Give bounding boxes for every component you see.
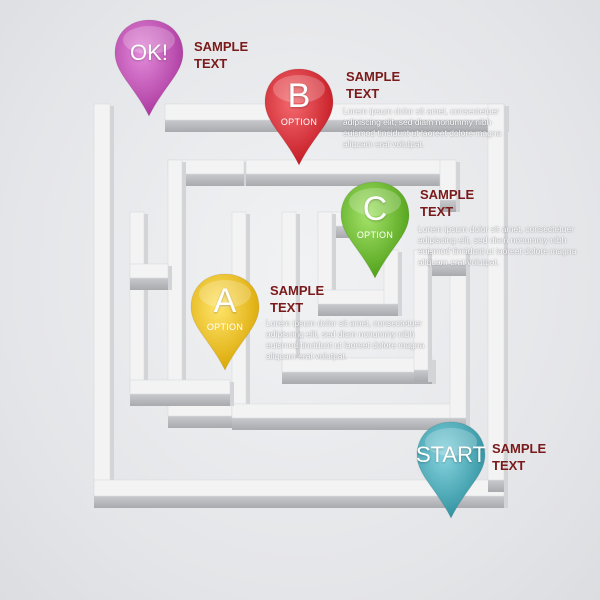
maze-wall-side [165, 120, 505, 132]
pin-c: C OPTION [338, 180, 412, 280]
maze-wall-edge [456, 162, 460, 212]
pin-a-letter: A [213, 282, 237, 320]
label-b: SAMPLE TEXT [346, 68, 436, 102]
maze-wall-top [129, 211, 145, 393]
maze-wall-edge [110, 106, 114, 508]
label-a-line1: SAMPLE [270, 283, 325, 298]
label-b-line2: TEXT [346, 86, 380, 101]
maze-wall-side [246, 174, 456, 186]
maze-wall-edge [168, 266, 172, 290]
maze-wall-side [232, 418, 466, 430]
pin-a: A OPTION [188, 272, 262, 372]
pin-ok: OK! [112, 18, 186, 118]
label-ok: SAMPLE TEXT [194, 38, 284, 72]
label-c-line1: SAMPLE [420, 187, 475, 202]
pin-ok-text: OK! [130, 40, 168, 65]
maze-wall-side [130, 394, 230, 406]
maze-wall-top [93, 103, 111, 497]
pin-b-letter: B [287, 77, 311, 115]
pin-start-text: START [415, 442, 487, 467]
pin-b-sub: OPTION [280, 117, 318, 127]
pin-ok-shape [114, 19, 184, 118]
maze-wall-edge [296, 214, 300, 384]
maze-wall-top [129, 263, 169, 279]
label-ok-line2: TEXT [194, 56, 228, 71]
maze-wall-edge [182, 162, 186, 422]
pin-c-shape [340, 181, 410, 280]
maze-wall-side [440, 200, 456, 212]
maze-wall-top [129, 379, 231, 395]
label-a-line2: TEXT [270, 300, 304, 315]
label-a: SAMPLE TEXT [270, 282, 360, 316]
label-c: SAMPLE TEXT [420, 186, 510, 220]
maze-wall-edge [466, 252, 470, 430]
label-b-line1: SAMPLE [346, 69, 401, 84]
maze-wall-top [487, 103, 505, 481]
pin-a-sub: OPTION [206, 322, 244, 332]
maze-wall-side [168, 174, 244, 186]
maze-wall-side [414, 370, 428, 382]
body-text-a: Lorem ipsum dolor sit amet, consectetuer… [266, 318, 425, 361]
maze-wall-edge [428, 252, 432, 382]
pin-a-shape [190, 273, 260, 372]
maze-wall-side [94, 496, 504, 508]
pin-b-shape [264, 68, 334, 167]
label-ok-line1: SAMPLE [194, 39, 249, 54]
pin-b: B OPTION [262, 67, 336, 167]
maze-wall-edge [398, 252, 402, 316]
maze-wall-top [231, 403, 467, 419]
body-text-c: Lorem ipsum dolor sit amet, consectetuer… [418, 224, 577, 267]
maze-wall-top [413, 249, 429, 371]
label-start-line2: TEXT [492, 458, 526, 473]
maze-wall-edge [504, 106, 508, 492]
label-start: SAMPLE TEXT [492, 440, 582, 474]
pin-c-sub: OPTION [356, 230, 394, 240]
maze-wall-side [488, 480, 504, 492]
pin-start-shape [416, 421, 486, 520]
maze-wall-edge [432, 360, 436, 384]
maze-wall-edge [144, 214, 148, 404]
maze-wall-top [439, 159, 457, 201]
maze-wall-edge [332, 214, 336, 314]
maze-wall-side [282, 372, 432, 384]
maze-wall-side [168, 416, 232, 428]
pin-start: START [414, 420, 488, 520]
label-start-line1: SAMPLE [492, 441, 547, 456]
label-c-line2: TEXT [420, 204, 454, 219]
maze-wall-edge [504, 482, 508, 508]
maze-wall-side [384, 304, 398, 316]
pin-c-letter: C [362, 190, 388, 228]
maze-wall-edge [466, 252, 470, 276]
maze-wall-side [318, 304, 398, 316]
maze-wall-edge [230, 382, 234, 406]
maze-wall-side [130, 278, 168, 290]
body-text-b: Lorem ipsum dolor sit amet, consectetuer… [343, 106, 502, 149]
